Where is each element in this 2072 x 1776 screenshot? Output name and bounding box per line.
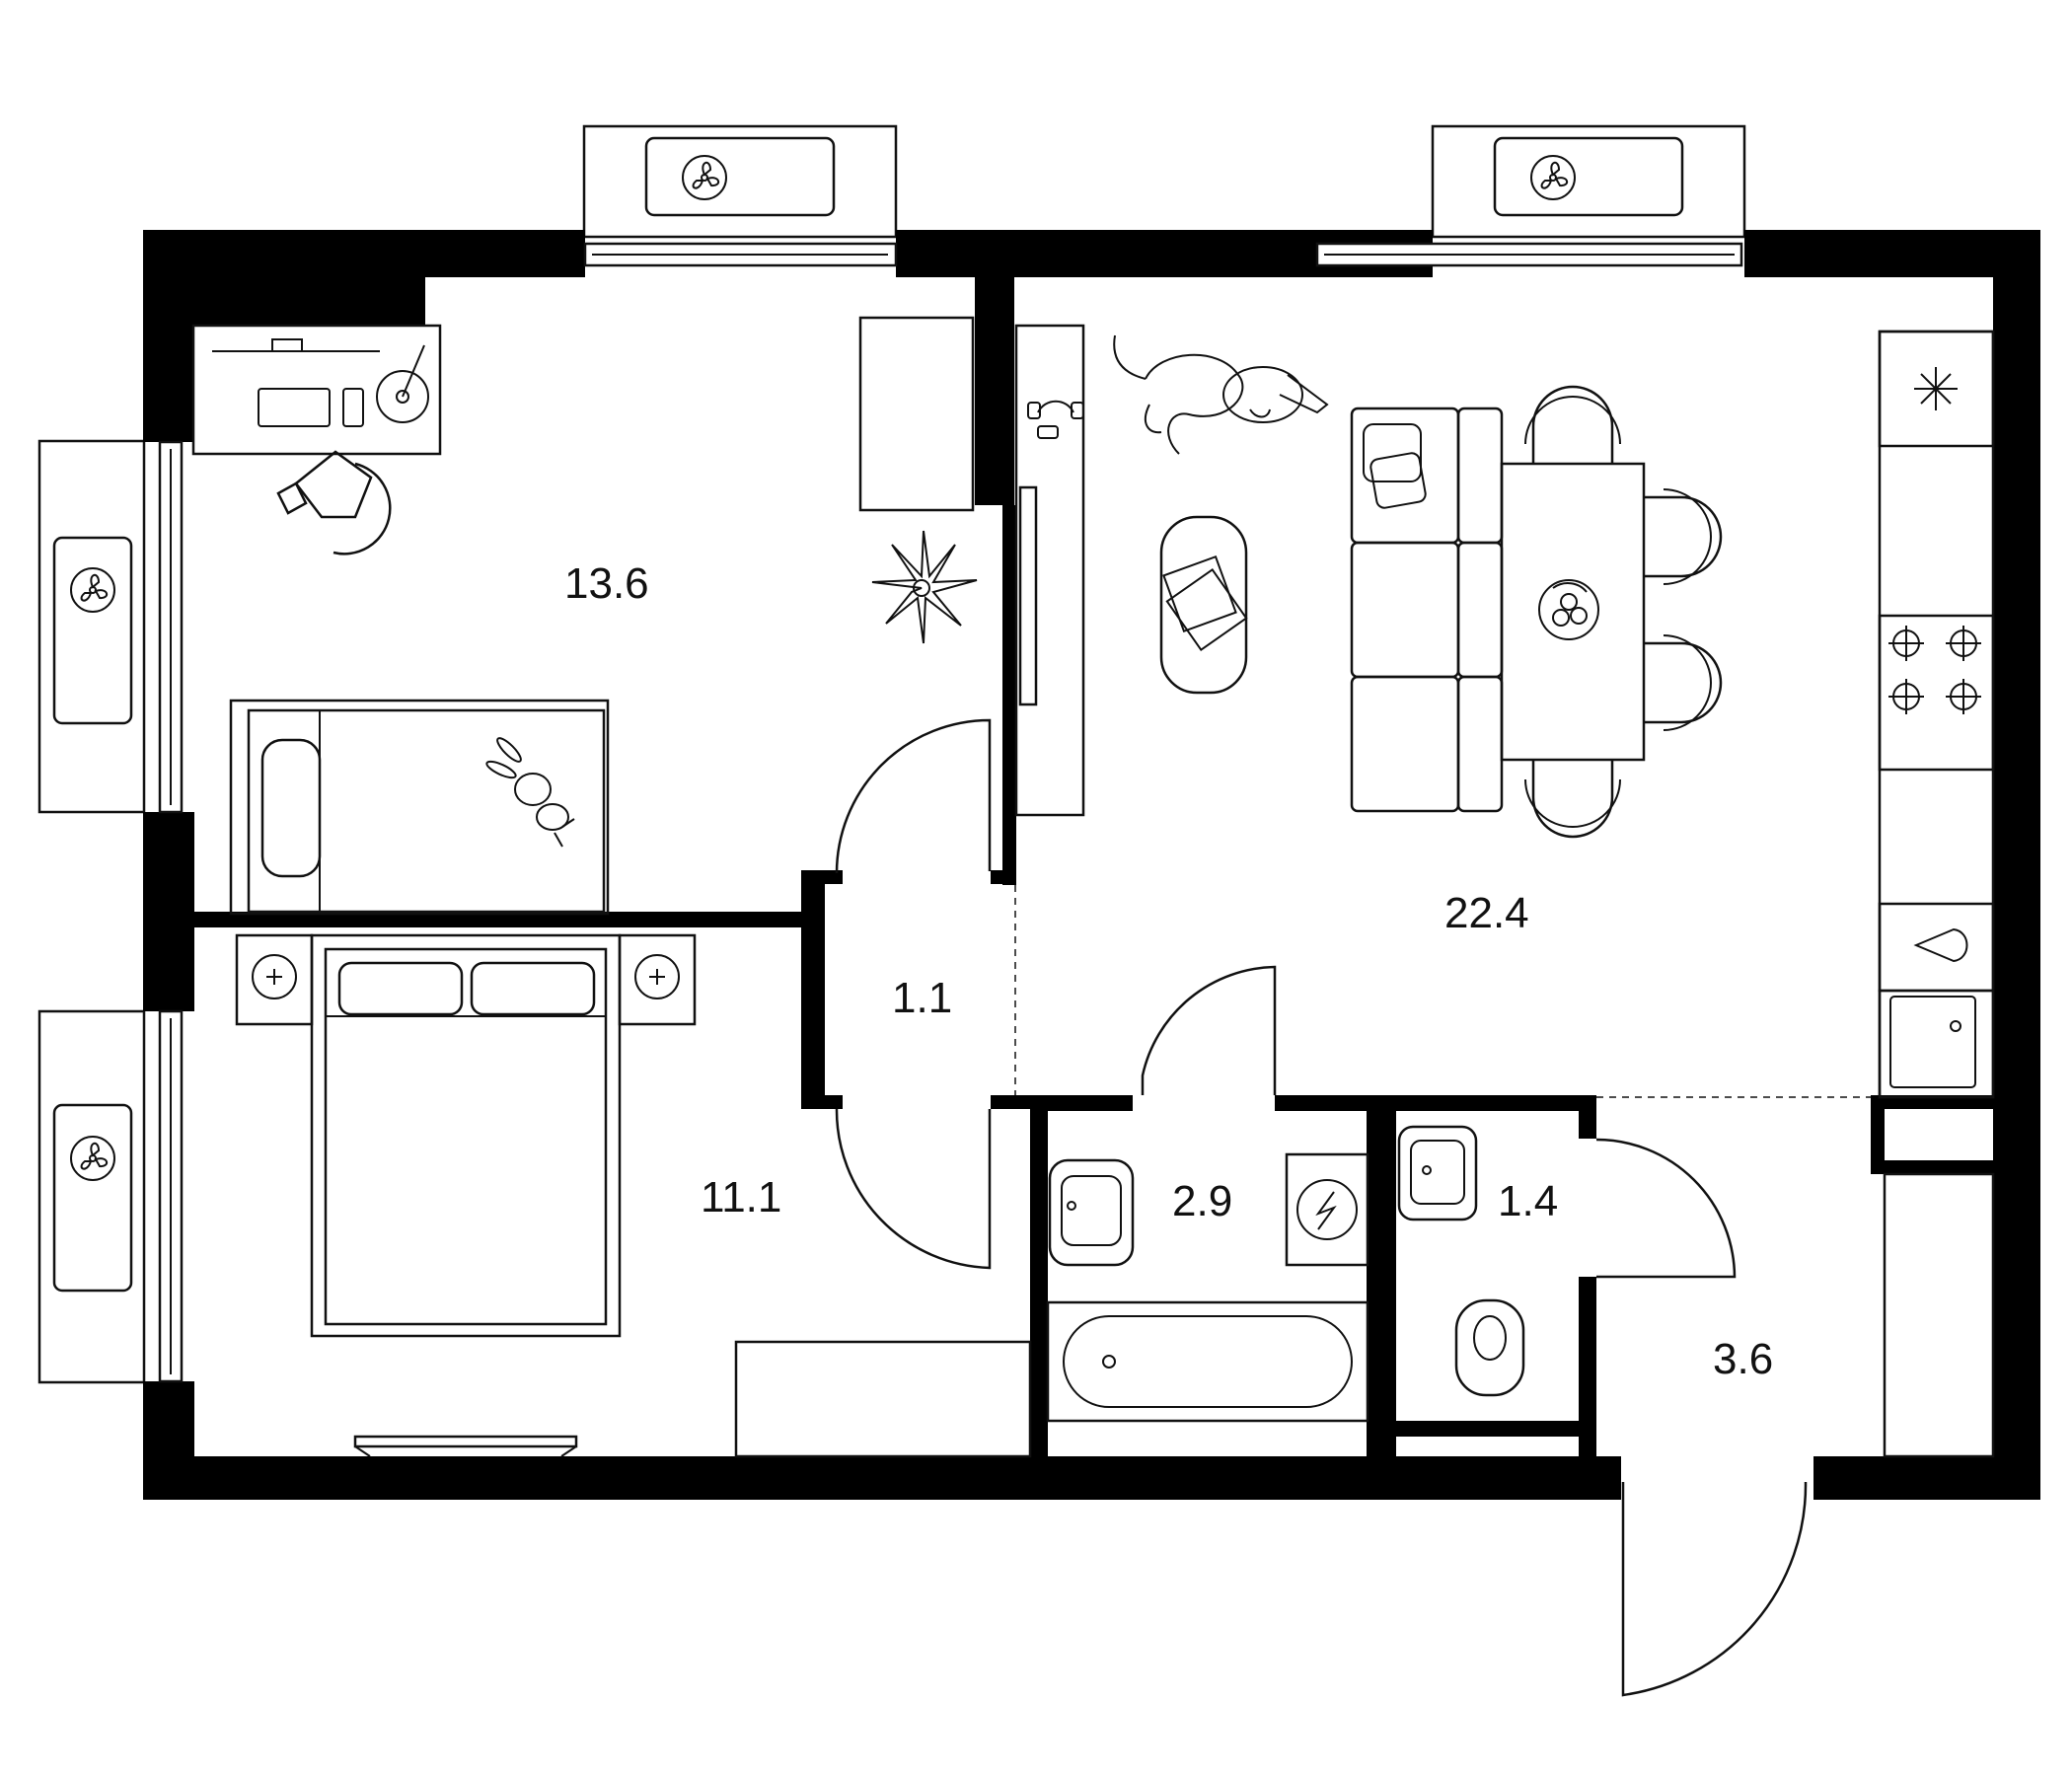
toilet-bowl	[1454, 1298, 1525, 1397]
teddy-bunny-icon	[485, 737, 575, 848]
window-top-left	[583, 242, 898, 267]
desk-living	[1014, 324, 1085, 817]
nightstand-left	[235, 933, 314, 1026]
fruit-bowl-icon	[1538, 579, 1599, 640]
room-area-22-4: 22.4	[1444, 889, 1529, 937]
chair-top	[1524, 385, 1621, 464]
chair-bottom	[1524, 760, 1621, 839]
double-bed	[310, 933, 622, 1338]
wardrobe-11-1	[734, 1340, 1032, 1458]
wardrobe-13-6	[858, 316, 975, 512]
room-area-2-9: 2.9	[1172, 1177, 1232, 1225]
coffee-table	[1159, 515, 1248, 695]
room-area-13-6: 13.6	[564, 559, 649, 608]
door-bathroom[interactable]	[1141, 965, 1277, 1095]
desk-chair	[276, 450, 392, 555]
water-drop-icon	[1913, 927, 1968, 963]
sofa	[1350, 407, 1504, 813]
nightstand-right	[618, 933, 697, 1026]
washing-machine-icon	[1285, 1152, 1369, 1267]
ac-unit-top-right	[1431, 124, 1746, 239]
door-bedroom-main[interactable]	[835, 1108, 992, 1270]
tv-stand	[353, 1435, 578, 1457]
fan-icon	[70, 567, 115, 613]
snowflake-icon	[1914, 367, 1958, 410]
bathtub	[1046, 1300, 1369, 1423]
desk	[191, 324, 442, 456]
kitchen-counter	[1878, 330, 1995, 1099]
room-area-1-4: 1.4	[1498, 1177, 1558, 1225]
window-left-lower	[158, 1009, 184, 1383]
ac-unit-top-left	[582, 124, 898, 239]
single-bed	[229, 699, 610, 916]
room-area-11-1: 11.1	[701, 1173, 781, 1221]
chair-right-upper	[1644, 488, 1723, 585]
bath-sink	[1048, 1158, 1135, 1267]
dining-table	[1500, 462, 1646, 762]
dog-icon	[1113, 334, 1329, 455]
stove-burner-icon	[1888, 626, 1981, 714]
door-entrance[interactable]	[1621, 1481, 1808, 1697]
fan-icon	[70, 1136, 115, 1181]
plant-icon	[871, 530, 978, 644]
fan-icon	[682, 155, 727, 200]
walls	[143, 230, 2040, 1500]
record-player-icon	[376, 344, 429, 423]
kitchen-sink	[1889, 996, 1976, 1088]
fan-icon	[1530, 155, 1576, 200]
window-left-upper	[158, 440, 184, 814]
room-area-1-1: 1.1	[892, 974, 952, 1022]
door-bedroom-kids[interactable]	[835, 718, 992, 874]
ac-unit-left-lower	[37, 1009, 146, 1384]
toilet-sink	[1397, 1125, 1478, 1221]
door-toilet[interactable]	[1595, 1138, 1737, 1279]
headphones-icon	[1027, 400, 1084, 439]
entrance-wardrobe	[1883, 1172, 1995, 1458]
window-top-right	[1315, 242, 1743, 267]
ac-unit-left-upper	[37, 439, 146, 814]
chair-right-lower	[1644, 634, 1723, 731]
room-area-3-6: 3.6	[1713, 1335, 1773, 1383]
